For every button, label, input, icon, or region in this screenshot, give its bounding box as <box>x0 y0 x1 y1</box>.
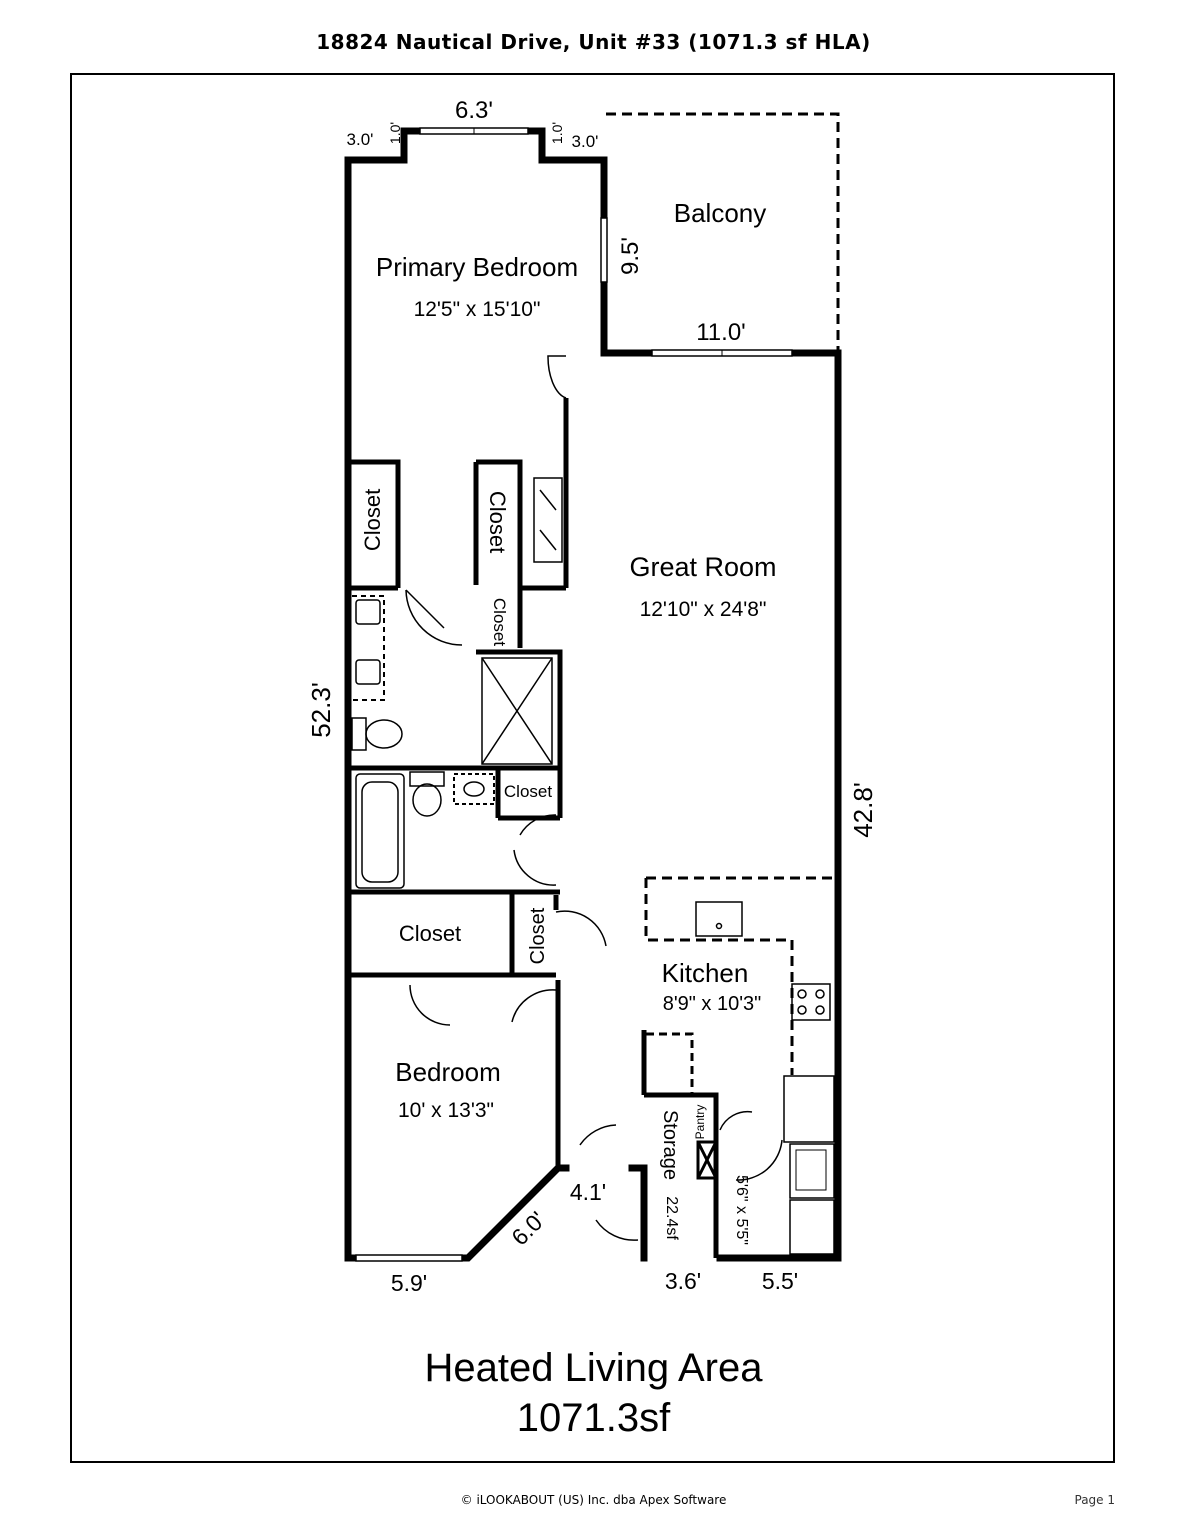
closet-label: Closet <box>360 489 385 551</box>
great-room-label: Great Room <box>629 552 776 582</box>
kitchen-label: Kitchen <box>662 958 749 988</box>
bedroom-size: 10' x 13'3" <box>398 1099 494 1122</box>
pantry-label: Pantry <box>693 1105 707 1140</box>
closet-label: Closet <box>485 491 510 553</box>
dim-left-total: 52.3' <box>306 682 336 738</box>
hall-bath-fixtures <box>355 771 495 889</box>
bedroom-window <box>355 1254 463 1262</box>
closet-label: Closet <box>490 598 509 646</box>
closet-label: Closet <box>399 921 461 946</box>
top-window <box>419 127 529 135</box>
kitchen-counters <box>644 876 835 1255</box>
dim-left-jog-depth: 1.0' <box>387 122 403 144</box>
dim-left-jog: 3.0' <box>347 130 374 149</box>
storage-size: 22.4sf <box>663 1196 680 1240</box>
closet-label: Closet <box>504 782 552 801</box>
primary-bedroom-size: 12'5" x 15'10" <box>414 298 541 321</box>
balcony-outline <box>606 112 840 353</box>
page-number: Page 1 <box>1074 1493 1116 1507</box>
storage-label: Storage <box>659 1110 681 1180</box>
balcony-window <box>600 217 608 283</box>
door-swings <box>405 355 783 1241</box>
utility-box <box>696 1140 718 1180</box>
dim-top-window: 6.3' <box>455 97 493 124</box>
dim-right-jog: 3.0' <box>572 132 599 151</box>
dim-bottom-storage: 3.6' <box>665 1268 701 1294</box>
area-label: Heated Living Area <box>424 1346 763 1390</box>
dim-balcony-depth: 9.5' <box>617 237 644 275</box>
area-value: 1071.3sf <box>516 1396 671 1440</box>
plan-frame <box>70 73 1115 1463</box>
primary-bedroom-label: Primary Bedroom <box>376 252 578 282</box>
page-title: 18824 Nautical Drive, Unit #33 (1071.3 s… <box>316 30 871 54</box>
fireplace <box>533 477 563 563</box>
primary-bath-fixtures <box>351 595 553 765</box>
balcony-label: Balcony <box>674 198 767 228</box>
balcony-door <box>651 349 793 357</box>
dim-right-total: 42.8' <box>848 782 878 838</box>
interior-walls <box>348 398 719 1258</box>
dim-right-jog-depth: 1.0' <box>549 122 565 144</box>
pantry-size: 5'6" x 5'5" <box>733 1175 750 1245</box>
copyright-footer: © iLOOKABOUT (US) Inc. dba Apex Software <box>460 1493 727 1507</box>
dim-bottom-right: 5.5' <box>762 1268 798 1294</box>
dim-angle-short: 4.1' <box>570 1179 606 1205</box>
bedroom-label: Bedroom <box>395 1057 501 1087</box>
closet-label: Closet <box>527 907 549 964</box>
kitchen-size: 8'9" x 10'3" <box>663 993 762 1015</box>
great-room-size: 12'10" x 24'8" <box>640 598 767 621</box>
exterior-walls <box>344 127 842 1262</box>
dim-balcony-width: 11.0' <box>696 319 746 346</box>
dim-bottom-left: 5.9' <box>391 1270 427 1296</box>
